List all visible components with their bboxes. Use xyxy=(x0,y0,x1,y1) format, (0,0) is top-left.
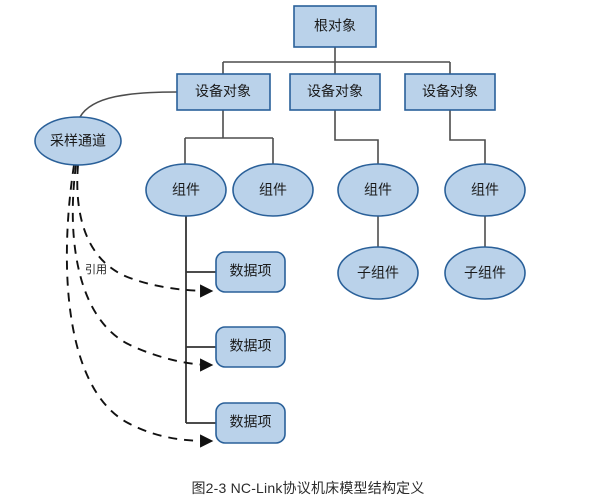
node-device-object-2-label: 设备对象 xyxy=(307,83,363,99)
reference-edges xyxy=(65,164,214,448)
reference-edge-2 xyxy=(71,164,214,372)
node-data-item-2[interactable]: 数据项 xyxy=(215,326,286,368)
node-subcomponent-2[interactable]: 子组件 xyxy=(444,246,526,300)
node-component-3[interactable]: 组件 xyxy=(337,163,419,217)
figure-caption: 图2-3 NC-Link协议机床模型结构定义 xyxy=(191,480,425,496)
node-component-3-label: 组件 xyxy=(364,182,392,198)
node-data-item-2-label: 数据项 xyxy=(230,338,272,354)
node-component-2[interactable]: 组件 xyxy=(232,163,314,217)
node-data-item-1-label: 数据项 xyxy=(230,263,272,279)
node-data-item-1[interactable]: 数据项 xyxy=(215,251,286,293)
node-subcomponent-1-label: 子组件 xyxy=(357,265,399,281)
node-subcomponent-2-label: 子组件 xyxy=(464,265,506,281)
reference-edge-1 xyxy=(76,164,214,298)
tree-connectors xyxy=(184,47,486,247)
node-device-object-1-label: 设备对象 xyxy=(195,83,251,99)
data-item-connectors xyxy=(185,216,216,424)
node-device-object-3[interactable]: 设备对象 xyxy=(404,73,496,111)
node-sampling-channel[interactable]: 采样通道 xyxy=(34,116,122,166)
edge-device3-to-component4 xyxy=(449,110,486,164)
node-device-object-1[interactable]: 设备对象 xyxy=(176,73,271,111)
node-device-object-2[interactable]: 设备对象 xyxy=(289,73,381,111)
reference-edge-label: 引用 xyxy=(85,262,107,276)
node-sampling-channel-label: 采样通道 xyxy=(50,133,106,149)
node-component-2-label: 组件 xyxy=(259,182,287,198)
node-component-4-label: 组件 xyxy=(471,182,499,198)
node-component-1[interactable]: 组件 xyxy=(145,163,227,217)
node-component-4[interactable]: 组件 xyxy=(444,163,526,217)
edge-device2-to-component3 xyxy=(334,110,379,164)
node-component-1-label: 组件 xyxy=(172,182,200,198)
edge-device1-to-sampling-channel xyxy=(79,91,178,118)
node-data-item-3[interactable]: 数据项 xyxy=(215,402,286,444)
reference-edge-3 xyxy=(65,164,214,448)
node-subcomponent-1[interactable]: 子组件 xyxy=(337,246,419,300)
node-root-object[interactable]: 根对象 xyxy=(293,5,377,48)
node-data-item-3-label: 数据项 xyxy=(230,414,272,430)
node-device-object-3-label: 设备对象 xyxy=(422,83,478,99)
node-root-object-label: 根对象 xyxy=(314,18,356,34)
